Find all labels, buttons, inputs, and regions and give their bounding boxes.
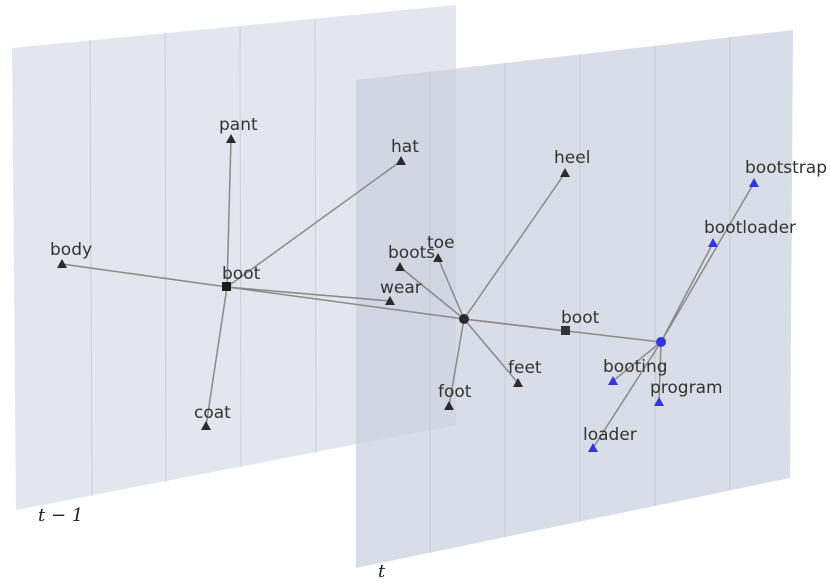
plane-previous	[12, 5, 456, 510]
label-program: program	[650, 378, 723, 398]
node-coat	[201, 421, 211, 430]
label-hat: hat	[391, 137, 419, 157]
label-body: body	[50, 240, 92, 260]
label-loader: loader	[583, 425, 637, 445]
node-heel	[560, 168, 570, 177]
blue-nodes	[588, 178, 759, 452]
node-bootstrap	[749, 178, 759, 187]
label-foot: foot	[438, 382, 472, 402]
label-wear: wear	[380, 278, 422, 298]
node-program	[654, 397, 664, 406]
edges-previous	[61, 138, 465, 427]
plane-current	[356, 30, 793, 568]
plane-current-grid	[429, 37, 731, 553]
label-pant: pant	[219, 115, 258, 135]
node-labels: pant hat body boot coat wear boots toe h…	[50, 115, 827, 445]
label-feet: feet	[508, 358, 542, 378]
node-loader	[588, 443, 598, 452]
node-hat	[396, 156, 406, 165]
node-boots	[395, 262, 405, 271]
node-boot-prev	[222, 282, 231, 291]
label-toe: toe	[427, 233, 455, 253]
node-center	[459, 314, 469, 324]
label-booting: booting	[603, 357, 668, 377]
edges-blue-hub	[592, 182, 755, 449]
label-heel: heel	[554, 148, 590, 168]
plane-label-previous: t − 1	[38, 505, 83, 526]
node-body	[57, 259, 67, 268]
node-boot-curr	[561, 326, 570, 335]
label-boot-prev: boot	[222, 264, 261, 284]
node-wear	[385, 296, 395, 305]
label-bootloader: bootloader	[704, 218, 796, 238]
node-pant	[226, 134, 236, 143]
label-coat: coat	[194, 403, 231, 423]
label-boots: boots	[388, 243, 435, 263]
node-foot	[444, 401, 454, 410]
plane-label-current: t	[378, 561, 386, 582]
node-bootloader	[708, 238, 718, 247]
label-bootstrap: bootstrap	[745, 158, 827, 178]
label-boot-curr: boot	[561, 308, 600, 328]
node-blue-hub	[656, 337, 666, 347]
dark-nodes	[57, 134, 570, 430]
node-feet	[513, 378, 523, 387]
node-booting	[608, 376, 618, 385]
node-toe	[433, 253, 443, 262]
